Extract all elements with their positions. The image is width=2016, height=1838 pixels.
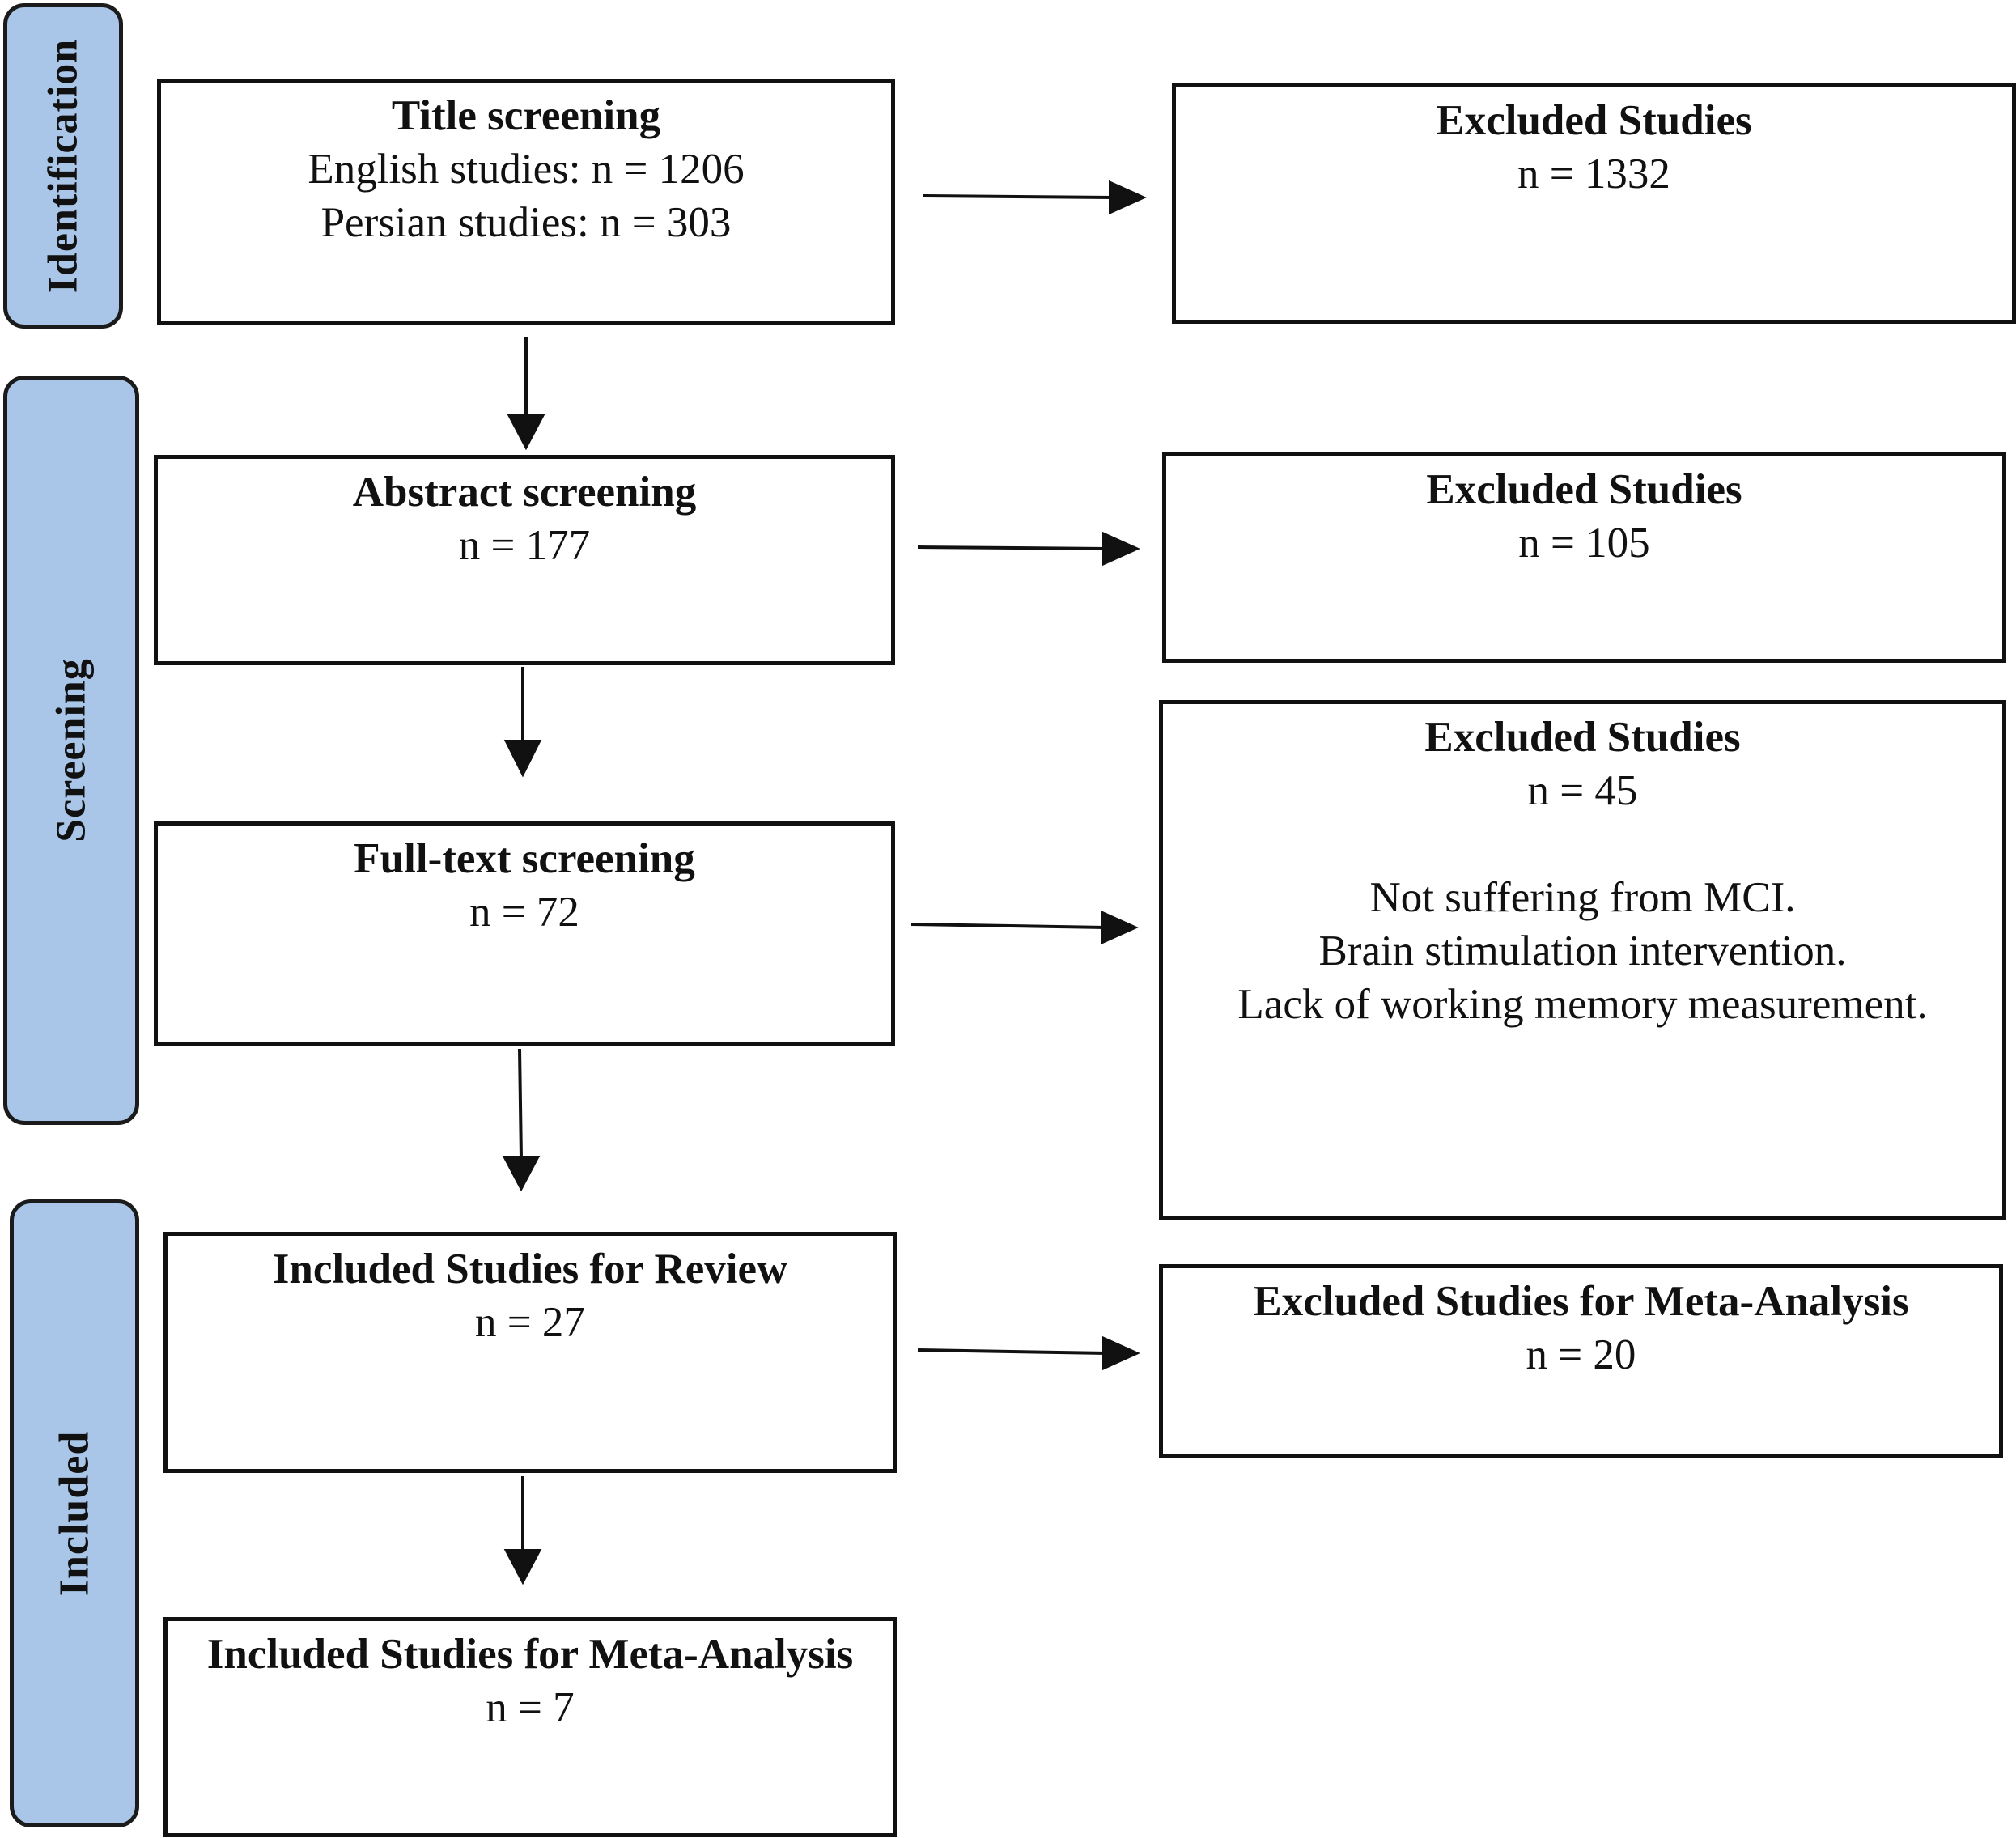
included-meta-count: n = 7: [486, 1684, 575, 1731]
phase-included: Included: [10, 1199, 139, 1827]
phase-identification: Identification: [3, 3, 123, 329]
included-review-heading: Included Studies for Review: [272, 1246, 788, 1293]
excluded-abstract-box: Excluded Studies n = 105: [1162, 452, 2006, 663]
excluded-fulltext-box: Excluded Studies n = 45 Not suffering fr…: [1159, 700, 2006, 1220]
exclusion-reason: Brain stimulation intervention.: [1318, 927, 1847, 974]
abstract-screening-heading: Abstract screening: [352, 469, 697, 516]
title-screening-box: Title screening English studies: n = 120…: [157, 79, 895, 325]
exclusion-reason: Not suffering from MCI.: [1369, 874, 1796, 921]
arrow-abstract-to-fulltext: [503, 667, 542, 778]
excluded-abstract-heading: Excluded Studies: [1426, 466, 1742, 513]
excluded-meta-box: Excluded Studies for Meta-Analysis n = 2…: [1159, 1264, 2003, 1458]
excluded-title-count: n = 1332: [1517, 151, 1670, 197]
arrow-title-to-excluded: [922, 180, 1147, 215]
abstract-screening-box: Abstract screening n = 177: [154, 455, 895, 665]
excluded-meta-count: n = 20: [1526, 1331, 1636, 1378]
fulltext-screening-box: Full-text screening n = 72: [154, 821, 895, 1046]
excluded-fulltext-heading: Excluded Studies: [1424, 714, 1741, 761]
arrow-review-to-meta: [503, 1476, 542, 1585]
fulltext-screening-count: n = 72: [469, 889, 579, 936]
excluded-title-heading: Excluded Studies: [1436, 97, 1752, 144]
persian-studies-count: Persian studies: n = 303: [320, 199, 732, 246]
included-meta-heading: Included Studies for Meta-Analysis: [206, 1631, 854, 1678]
arrow-fulltext-to-excluded: [910, 910, 1139, 945]
abstract-screening-count: n = 177: [458, 522, 591, 569]
arrow-abstract-to-excluded: [917, 531, 1140, 567]
included-review-box: Included Studies for Review n = 27: [163, 1232, 897, 1473]
arrow-review-to-excluded-meta: [917, 1335, 1140, 1371]
english-studies-count: English studies: n = 1206: [308, 146, 745, 193]
arrow-fulltext-to-review: [502, 1048, 541, 1192]
excluded-title-box: Excluded Studies n = 1332: [1172, 83, 2016, 324]
exclusion-reason: Lack of working memory measurement.: [1237, 981, 1928, 1028]
included-review-count: n = 27: [475, 1299, 585, 1346]
arrow-title-to-abstract: [507, 337, 545, 451]
excluded-abstract-count: n = 105: [1518, 520, 1650, 567]
title-screening-heading: Title screening: [391, 92, 661, 139]
excluded-fulltext-count: n = 45: [1527, 767, 1638, 814]
fulltext-screening-heading: Full-text screening: [354, 835, 695, 882]
phase-screening: Screening: [3, 376, 139, 1125]
excluded-meta-heading: Excluded Studies for Meta-Analysis: [1253, 1278, 1909, 1325]
included-meta-box: Included Studies for Meta-Analysis n = 7: [163, 1617, 897, 1837]
